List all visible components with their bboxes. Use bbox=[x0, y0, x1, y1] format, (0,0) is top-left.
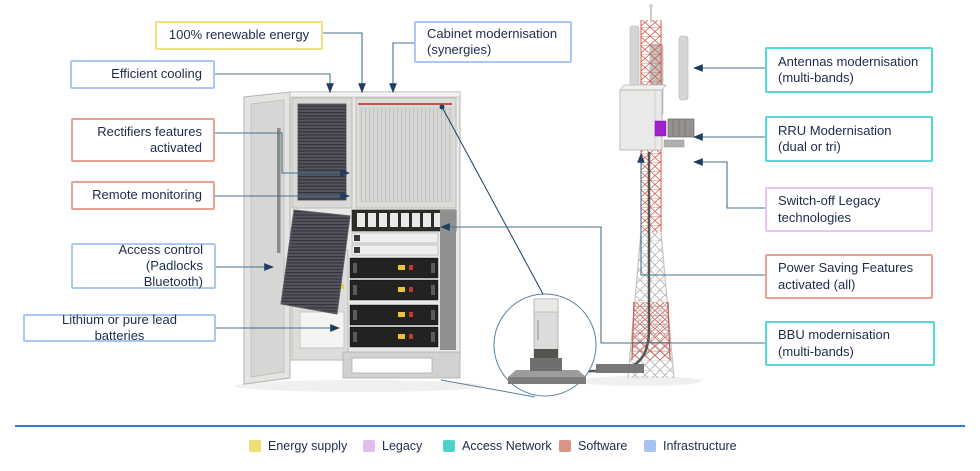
legend-label: Legacy bbox=[382, 439, 423, 453]
connector-power-saving bbox=[637, 152, 765, 276]
connector-lines bbox=[215, 32, 766, 344]
infrastructure-swatch bbox=[644, 440, 656, 452]
access-network-swatch bbox=[443, 440, 455, 452]
legend-divider bbox=[15, 425, 965, 427]
callout-remote-monitoring: Remote monitoring bbox=[71, 181, 215, 210]
energy-supply-swatch bbox=[249, 440, 261, 452]
callout-efficient-cooling: Efficient cooling bbox=[70, 60, 215, 89]
callout-lithium-batteries: Lithium or pure lead batteries bbox=[23, 312, 216, 343]
software-swatch bbox=[559, 440, 571, 452]
callout-rectifiers: Rectifiers features activated bbox=[71, 118, 215, 162]
callout-cabinet-modernisation: Cabinet modernisation (synergies) bbox=[414, 21, 572, 63]
callout-access-control: Access control (Padlocks Bluetooth) bbox=[71, 242, 216, 289]
legacy-swatch bbox=[363, 440, 375, 452]
cabinet-illustration bbox=[235, 91, 485, 392]
legend-item-software: Software bbox=[559, 439, 627, 453]
connector-bbu bbox=[439, 223, 766, 344]
tower-illustration bbox=[545, 4, 702, 386]
callout-switch-off-legacy: Switch-off Legacy technologies bbox=[765, 187, 933, 232]
callout-rru-modernisation: RRU Modernisation (dual or tri) bbox=[765, 116, 933, 162]
connector-renewable-energy bbox=[323, 32, 366, 94]
legend-item-energy-supply: Energy supply bbox=[249, 439, 347, 453]
legend-label: Software bbox=[578, 439, 628, 453]
callout-power-saving: Power Saving Features activated (all) bbox=[765, 254, 933, 299]
legend-item-access-network: Access Network bbox=[443, 439, 552, 453]
legend-label: Energy supply bbox=[268, 439, 348, 453]
magnifier-circle bbox=[439, 104, 597, 398]
connector-cabinet-modernisation bbox=[389, 42, 414, 94]
legend-item-legacy: Legacy bbox=[363, 439, 422, 453]
connector-switch-off-legacy bbox=[692, 158, 765, 209]
zoom-link-line-top bbox=[441, 106, 544, 295]
legend-label: Access Network bbox=[462, 439, 552, 453]
zoom-link-line-bottom bbox=[440, 379, 536, 398]
legend-label: Infrastructure bbox=[663, 439, 737, 453]
legend-item-infrastructure: Infrastructure bbox=[644, 439, 737, 453]
callout-bbu-modernisation: BBU modernisation (multi-bands) bbox=[765, 321, 935, 366]
connector-efficient-cooling bbox=[215, 73, 334, 94]
callout-renewable-energy: 100% renewable energy bbox=[155, 21, 323, 50]
connector-rectifiers bbox=[215, 132, 351, 177]
callout-antennas-modernisation: Antennas modernisation (multi-bands) bbox=[765, 47, 933, 93]
mini-cabinet-illustration bbox=[508, 298, 586, 384]
